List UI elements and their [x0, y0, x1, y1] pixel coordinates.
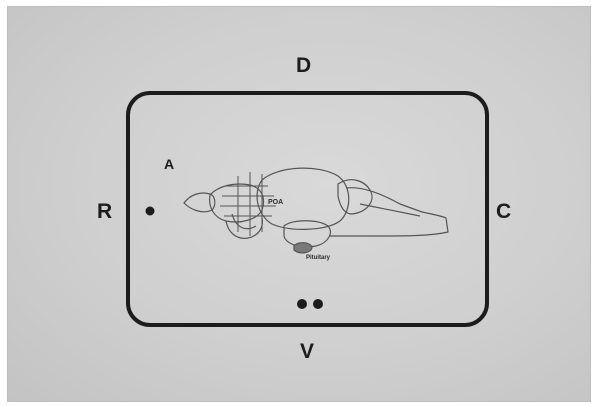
ventral-label: V	[300, 341, 314, 362]
rostral-dot	[146, 207, 155, 216]
diagram-frame	[128, 93, 487, 325]
rostral-label: R	[97, 201, 112, 222]
dorsal-label: D	[296, 55, 311, 76]
hindbrain-inner	[360, 204, 420, 216]
caudal-label: C	[496, 201, 511, 222]
ventral-dot-right	[313, 299, 323, 309]
poa-label: POA	[268, 199, 283, 206]
hindbrain	[330, 188, 448, 236]
pituitary-label: Pituitary	[306, 255, 331, 261]
pituitary-gland	[294, 243, 312, 253]
cerebellum	[338, 180, 372, 214]
ventral-dot-left	[297, 299, 307, 309]
anterior-label: A	[164, 157, 174, 171]
brain-sketch	[184, 168, 448, 253]
